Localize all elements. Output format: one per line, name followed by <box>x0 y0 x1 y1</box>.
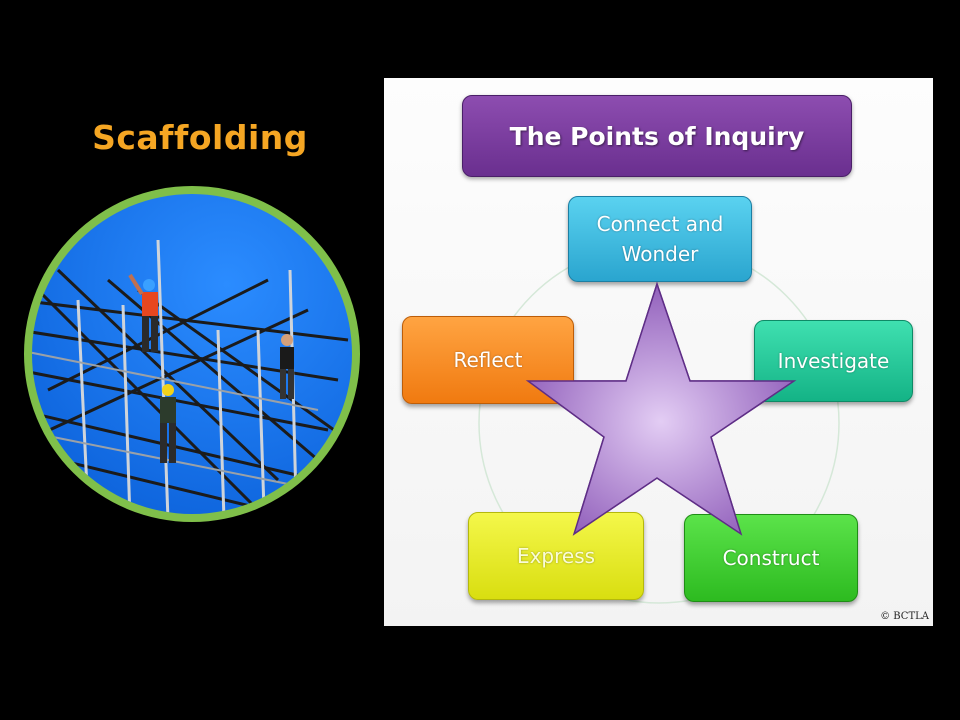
node-label: Express <box>516 544 596 568</box>
node-label: Construct <box>722 546 820 570</box>
scaffolding-title: Scaffolding <box>92 118 308 157</box>
node-label: Connect and Wonder <box>596 212 724 266</box>
diagram-title-banner: The Points of Inquiry <box>462 95 852 177</box>
node-label: Investigate <box>777 349 890 373</box>
node-label: Reflect <box>453 348 523 372</box>
node-express: Express <box>468 512 644 600</box>
node-construct: Construct <box>684 514 858 602</box>
node-connect-and-wonder: Connect and Wonder <box>568 196 752 282</box>
node-reflect: Reflect <box>402 316 574 404</box>
node-investigate: Investigate <box>754 320 913 402</box>
scaffolding-photo <box>18 180 366 528</box>
inquiry-diagram-panel: The Points of Inquiry Connect and Wonder… <box>384 78 933 626</box>
copyright-notice: © BCTLA <box>880 611 929 622</box>
